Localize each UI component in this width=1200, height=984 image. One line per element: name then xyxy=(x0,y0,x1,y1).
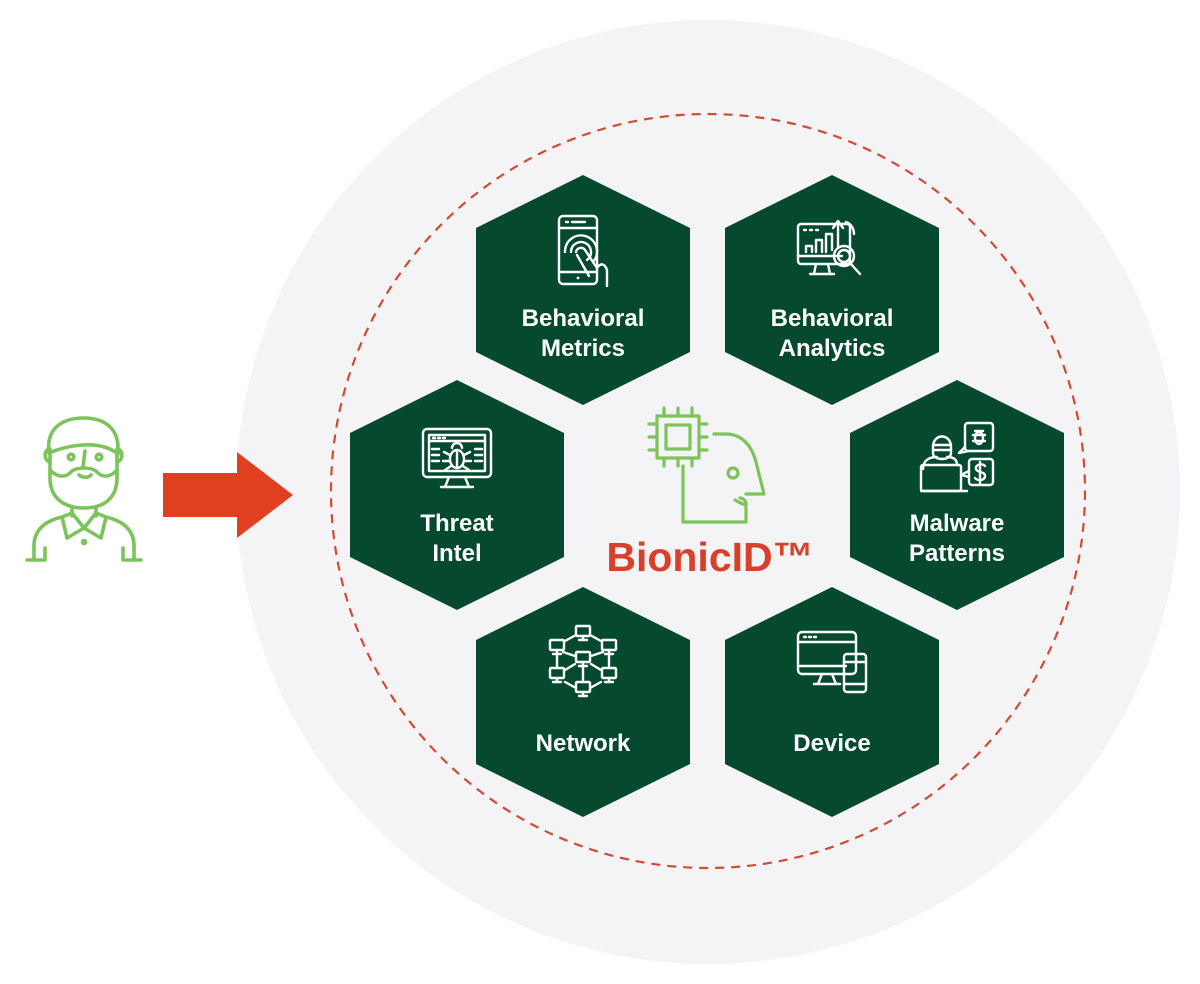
hex-label-line: Behavioral xyxy=(522,305,645,332)
hexagon-shape xyxy=(725,175,939,405)
bug-monitor-icon xyxy=(421,427,493,489)
brand-title: BionicID™ xyxy=(606,534,813,580)
hexagon-shape xyxy=(850,380,1064,610)
hex-label-line: Metrics xyxy=(541,335,625,362)
hex-label-line: Intel xyxy=(432,540,481,567)
hex-label-line: Device xyxy=(793,730,870,757)
hex-label-line: Analytics xyxy=(779,335,886,362)
network-icon xyxy=(548,624,618,698)
analytics-monitor-icon xyxy=(796,219,862,276)
smartphone-touch-icon xyxy=(557,214,609,288)
devices-icon xyxy=(796,630,868,694)
outer-circle xyxy=(236,20,1180,964)
hex-label-line: Malware xyxy=(910,510,1005,537)
hexagon-shape xyxy=(476,587,690,817)
bearded-user-icon xyxy=(25,416,143,562)
hexagon-shape xyxy=(350,380,564,610)
hex-label-line: Patterns xyxy=(909,540,1005,567)
dashed-ring xyxy=(329,112,1087,870)
hacker-icon xyxy=(919,421,995,493)
hexagon-shape xyxy=(476,175,690,405)
hex-network: Network xyxy=(476,587,690,817)
hex-device: Device xyxy=(725,587,939,817)
hex-label-line: Network xyxy=(536,730,631,757)
chip-head-icon xyxy=(647,406,766,524)
hex-label-line: Threat xyxy=(420,510,493,537)
right-arrow-icon xyxy=(163,452,293,538)
hexagon-shape xyxy=(725,587,939,817)
hex-label-line: Behavioral xyxy=(771,305,894,332)
